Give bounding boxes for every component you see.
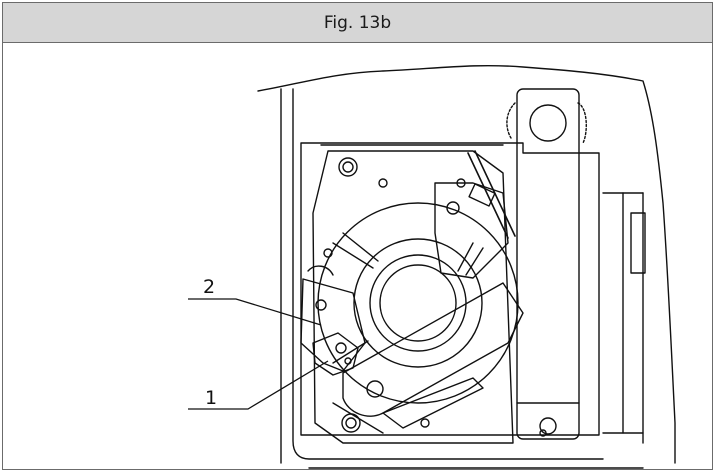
lower-wedge <box>382 377 484 429</box>
mount-screw-top-left <box>338 157 358 177</box>
arm-pivot-hole <box>529 104 567 142</box>
lever-pivot <box>366 380 384 398</box>
callout-2-leader <box>188 298 322 326</box>
left-frame-line-inner <box>292 88 604 460</box>
base-plate <box>300 142 600 436</box>
callout-2-label: 2 <box>203 276 215 298</box>
mount-plate <box>312 150 514 444</box>
technical-drawing: 2 1 <box>188 64 676 469</box>
callout-1-leader <box>188 360 329 410</box>
latch <box>312 332 359 376</box>
drive-hub-inner <box>379 264 457 342</box>
swing-lever <box>342 282 524 417</box>
housing-torn-edge <box>257 64 676 464</box>
callout-1-label: 1 <box>205 387 217 409</box>
drive-hub-outer <box>369 254 467 352</box>
mount-screw-bottom-left <box>341 413 361 433</box>
vertical-arm <box>516 88 580 440</box>
pin-rod <box>467 152 509 239</box>
drive-disc-outer <box>317 202 519 404</box>
figure-title-bar: Fig. 13b <box>3 3 712 43</box>
drive-disc-ring <box>353 238 483 368</box>
arm-bottom-screw <box>539 417 557 435</box>
figure-title: Fig. 13b <box>323 12 392 33</box>
